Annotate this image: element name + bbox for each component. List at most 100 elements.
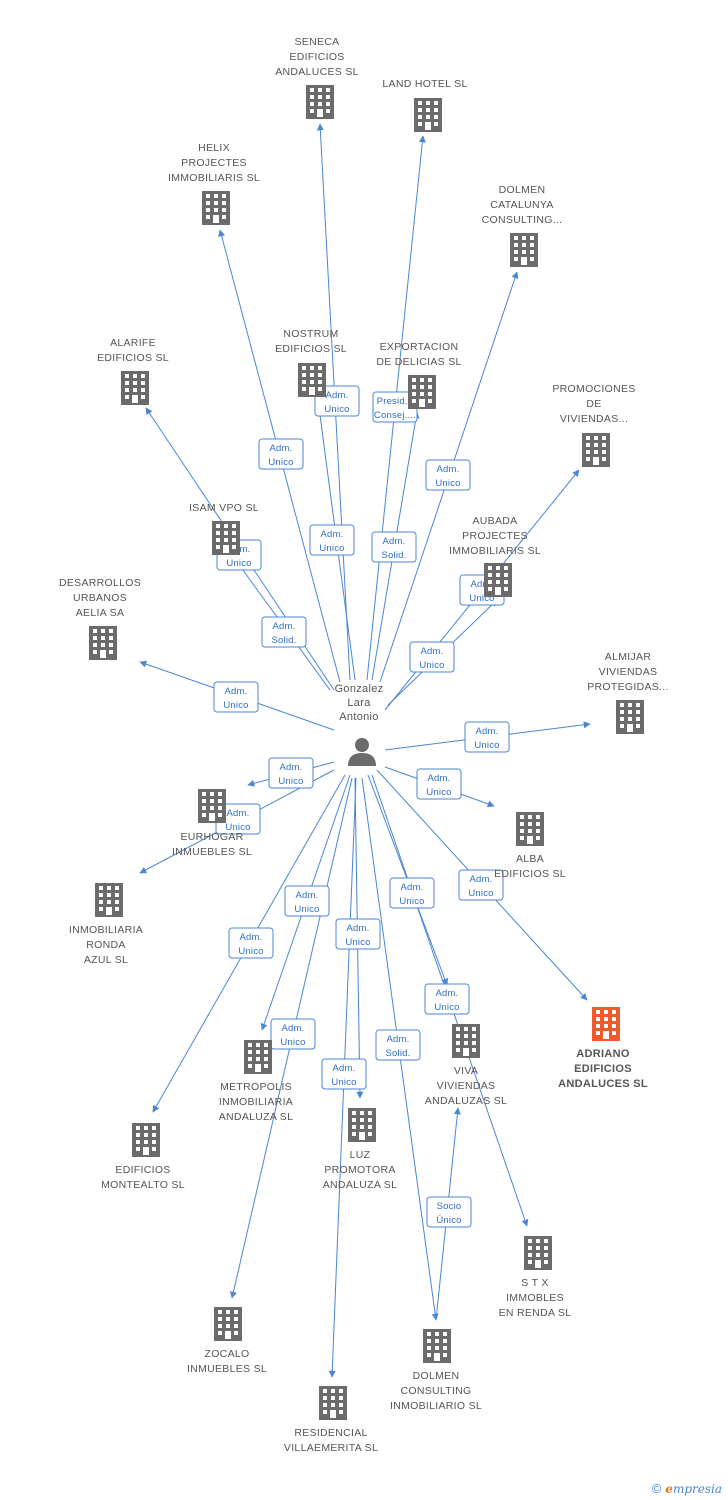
edge-label-center-residencial[interactable]: Adm.Unico — [321, 1058, 367, 1090]
edge-label-box — [261, 616, 307, 648]
edge-label-center-zocalo[interactable]: Adm.Unico — [270, 1018, 316, 1050]
edge-label-center-eurhogar[interactable]: Adm.Unico — [268, 757, 314, 789]
company-label: INMOBILIARIA — [69, 924, 143, 936]
edge-label-text: Solid. — [386, 1048, 411, 1059]
edge-label-text: Unico — [319, 543, 344, 554]
edge-label-text: Adm. — [476, 726, 499, 737]
edge-label-center-almijar[interactable]: Adm. Unico — [464, 721, 510, 753]
edge-label-text: Solid. — [272, 635, 297, 646]
edge-label-box — [314, 385, 360, 417]
edge-label-center-desarrollos[interactable]: Adm.Unico — [213, 681, 259, 713]
company-node-dolmen-catalunya[interactable]: DOLMENCATALUNYACONSULTING... — [482, 184, 563, 267]
company-label: SENECA — [295, 36, 340, 48]
edge-label-center-nostrum[interactable]: Adm.Unico — [309, 524, 355, 556]
edge-label-text: Unico — [468, 888, 493, 899]
company-node-almijar[interactable]: ALMIJARVIVIENDASPROTEGIDAS... — [587, 651, 669, 734]
company-node-promociones[interactable]: PROMOCIONESDEVIVIENDAS... — [552, 383, 635, 467]
edge-label-text: Adm. — [282, 1023, 305, 1034]
company-label: VIVA — [454, 1065, 478, 1077]
edge-label-text: Adm. — [240, 932, 263, 943]
edge-label-center-seneca[interactable]: Adm.Unico — [314, 385, 360, 417]
company-node-land-hotel[interactable]: LAND HOTEL SL — [382, 78, 467, 132]
edge-label-text: Adm. — [273, 621, 296, 632]
edge-label-text: Adm. — [383, 536, 406, 547]
edge-label-text: Adm. — [421, 646, 444, 657]
edge-label-center-alba[interactable]: Adm.Unico — [416, 768, 462, 800]
edge-label-box — [270, 1018, 316, 1050]
edge-label-text: Unico — [435, 478, 460, 489]
edge-label-text: Unico — [268, 457, 293, 468]
edge-label-text: Unico — [324, 404, 349, 415]
edge-label-center-adriano[interactable]: Adm. Unico — [458, 869, 504, 901]
edge-label-text: Consej.... — [374, 410, 416, 421]
edge-label-box — [258, 438, 304, 470]
company-label: PROJECTES — [181, 157, 247, 169]
edge-label-text: Unico — [294, 904, 319, 915]
company-label: ANDALUZA SL — [219, 1111, 294, 1123]
company-label: ZOCALO — [205, 1348, 250, 1360]
building-icon — [298, 363, 326, 397]
edge-label-center-dolmen-consulting[interactable]: Adm. Solid. — [375, 1029, 421, 1061]
edge-label-box — [409, 641, 455, 673]
edge-label-text: Unico — [426, 787, 451, 798]
edge-label-center-edificios-montealto[interactable]: Adm. Unico — [228, 927, 274, 959]
company-label: PROMOTORA — [324, 1164, 395, 1176]
edge-label-text: Adm. — [270, 443, 293, 454]
edge-label-text: Adm. — [225, 686, 248, 697]
edge-label-center-metropolis[interactable]: Adm.Unico — [284, 885, 330, 917]
edge-label-box — [424, 983, 470, 1015]
building-icon — [524, 1236, 552, 1270]
company-label: VIVIENDAS — [599, 666, 658, 678]
company-label: EDIFICIOS SL — [275, 343, 347, 355]
edge-label-text: Adm. — [227, 808, 250, 819]
company-label: PROMOCIONES — [552, 383, 635, 395]
edge-label-center-dolmen-catalunya[interactable]: Adm.Unico — [425, 459, 471, 491]
edge-label-box — [425, 459, 471, 491]
edge-label-center-exportacion[interactable]: Adm.Solid. — [371, 531, 417, 563]
building-icon — [616, 700, 644, 734]
company-label: EDIFICIOS — [115, 1164, 170, 1176]
building-icon — [244, 1040, 272, 1074]
center-person-label: Lara — [347, 697, 371, 709]
company-label: EXPORTACION — [380, 341, 459, 353]
edge-label-center-viva[interactable]: Adm.Unico — [389, 877, 435, 909]
company-node-isam[interactable]: ISAM VPO SL — [189, 502, 259, 555]
footer-brand[interactable]: © empresia — [652, 1481, 722, 1496]
edge-label-text: Unico — [238, 946, 263, 957]
copyright-icon: © — [651, 1481, 662, 1496]
edge-label-text: Unico — [474, 740, 499, 751]
edge-label-center-helix[interactable]: Adm. Unico — [258, 438, 304, 470]
company-label: IMMOBILIARIS SL — [449, 545, 541, 557]
company-label: ANDALUCES SL — [558, 1078, 648, 1090]
edge-label-text: Adm. — [387, 1034, 410, 1045]
edge-label-center-stx[interactable]: Adm.Unico — [424, 983, 470, 1015]
edge-label-center-alarife[interactable]: Adm. Solid. — [261, 616, 307, 648]
company-label: EDIFICIOS SL — [97, 352, 169, 364]
company-label: INMUEBLES SL — [172, 846, 252, 858]
edge-label-center-aubada[interactable]: Adm.Unico — [409, 641, 455, 673]
company-label: RESIDENCIAL — [294, 1427, 367, 1439]
edge-label-center-luz[interactable]: Adm.Unico — [335, 918, 381, 950]
edge-label-text: Adm. — [470, 874, 493, 885]
